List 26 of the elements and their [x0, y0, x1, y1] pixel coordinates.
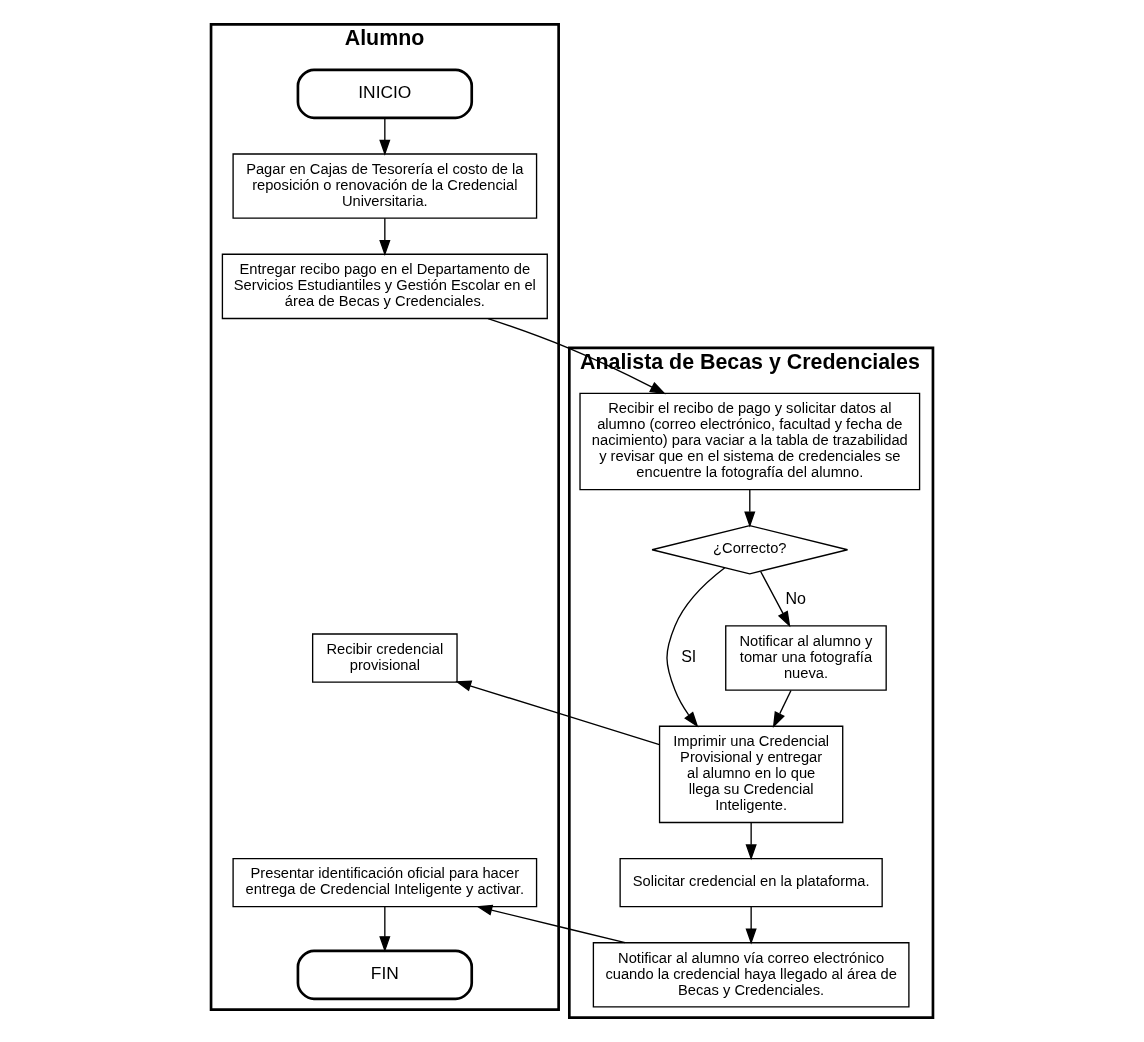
- arrow: [487, 317, 666, 395]
- arrow: [379, 217, 391, 257]
- node-box: Pagar en Cajas de Tesorería el costo de la reposición o renovación de la Credencial Universitaria.: [232, 153, 538, 219]
- arrow: [476, 904, 626, 944]
- arrow: [744, 489, 756, 528]
- node-box: Recibir credencial provisional: [311, 633, 458, 683]
- edge-label: No: [785, 589, 806, 608]
- node-box: Recibir el recibo de pago y solicitar datos al alumno (correo electrónico, facultad y fecha de nacimiento) para vaciar a la tabla de trazabilidad y revisar que en el sistema de credenciales se encuentre la fotografía del alumno.: [579, 392, 921, 491]
- arrow: [379, 117, 391, 156]
- node-box: FIN: [296, 949, 474, 1001]
- node-box: Presentar identificación oficial para hacer entrega de Credencial Inteligente y activar.: [232, 857, 538, 908]
- arrow: [772, 689, 792, 729]
- arrow: [745, 822, 757, 861]
- arrow: [379, 906, 391, 953]
- edge-label: SI: [681, 647, 697, 666]
- node-box: Notificar al alumno y tomar una fotografía nueva.: [725, 625, 887, 691]
- arrow: [759, 570, 791, 628]
- arrow: [455, 680, 661, 746]
- node-box: Imprimir una Credencial Provisional y entregar al alumno en lo que llega su Credencial Inteligente.: [658, 725, 844, 824]
- node-box: INICIO: [296, 68, 474, 120]
- node-box: Entregar recibo pago en el Departamento de Servicios Estudiantiles y Gestión Escolar en el área de Becas y Credenciales.: [221, 253, 548, 320]
- node-diamond: ¿Correcto?: [651, 525, 849, 575]
- node-box: Solicitar credencial en la plataforma.: [619, 857, 883, 908]
- node-box: Notificar al alumno vía correo electrónico cuando la credencial haya llegado al área de Becas y Credenciales.: [592, 942, 910, 1008]
- arrow: [745, 906, 757, 945]
- arrow: [666, 567, 726, 728]
